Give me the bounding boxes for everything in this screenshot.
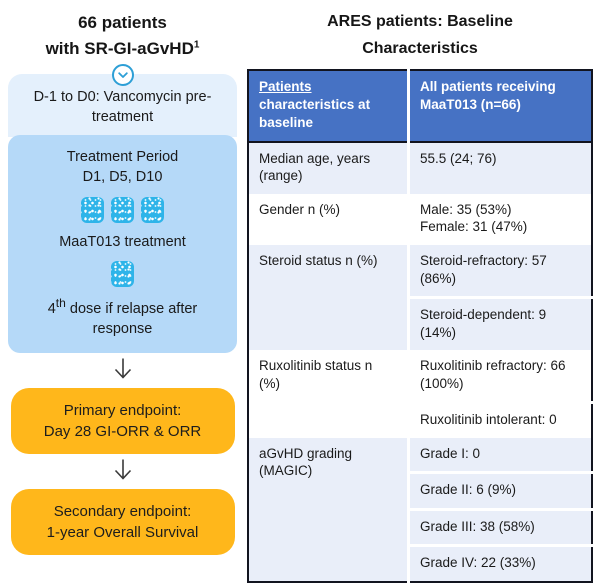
header-all-patients: All patients receiving MaaT013 (n=66) xyxy=(407,70,592,143)
row-value: Ruxolitinib refractory: 66 (100%) xyxy=(407,350,592,403)
study-flow-panel: 66 patients with SR-GI-aGvHD1 D-1 to D0:… xyxy=(0,0,245,559)
down-arrow-icon xyxy=(114,459,131,480)
baseline-table: Patients characteristics at baseline All… xyxy=(247,69,593,583)
secondary-endpoint-box: Secondary endpoint: 1-year Overall Survi… xyxy=(10,488,235,555)
maat013-pouch-icon xyxy=(141,197,164,224)
row-value: Steroid-dependent: 9 (14%) xyxy=(407,296,592,351)
table-title: ARES patients: Baseline Characteristics xyxy=(327,13,513,58)
row-label: aGvHD grading (MAGIC) xyxy=(248,437,409,583)
patient-count: 66 patients xyxy=(78,13,167,32)
fourth-dose-text: 4th dose if relapse after response xyxy=(47,296,198,337)
row-label: Ruxolitinib status n (%) xyxy=(248,350,409,438)
row-value: Grade II: 6 (9%) xyxy=(407,471,592,510)
row-label: Steroid status n (%) xyxy=(248,245,409,351)
footnote-marker: 1 xyxy=(193,38,200,50)
patient-condition: with SR-GI-aGvHD xyxy=(45,38,194,58)
row-label: Gender n (%) xyxy=(248,193,409,245)
row-label: Median age, years (range) xyxy=(248,141,409,194)
baseline-table-header: Patients characteristics at baseline All… xyxy=(248,70,592,143)
chevron-down-icon xyxy=(111,64,134,86)
table-row: Grade II: 6 (9%) xyxy=(248,471,592,510)
treatment-period-box: Treatment Period D1, D5, D10 MaaT013 tre… xyxy=(8,135,237,353)
pretreatment-text: D-1 to D0: Vancomycin pre-treatment xyxy=(33,89,212,125)
table-row: Ruxolitinib intolerant: 0 xyxy=(248,401,592,438)
table-row: Grade III: 38 (58%) xyxy=(248,507,592,546)
maat013-treatment-label: MaaT013 treatment xyxy=(59,234,186,251)
row-value: Male: 35 (53%) Female: 31 (47%) xyxy=(407,193,592,245)
treatment-period-text: Treatment Period D1, D5, D10 xyxy=(66,149,179,186)
primary-endpoint-box: Primary endpoint: Day 28 GI-ORR & ORR xyxy=(10,387,235,454)
header-row: Patients characteristics at baseline All… xyxy=(248,70,592,143)
baseline-characteristics-panel: ARES patients: Baseline Characteristics … xyxy=(245,0,600,583)
row-value: Steroid-refractory: 57 (86%) xyxy=(407,245,592,298)
maat013-pouch-icon xyxy=(111,197,134,224)
row-value: Grade III: 38 (58%) xyxy=(407,507,592,546)
left-panel-title: 66 patients with SR-GI-aGvHD1 xyxy=(46,10,200,61)
table-row: aGvHD grading (MAGIC)Grade I: 0 xyxy=(248,437,592,583)
row-value: Ruxolitinib intolerant: 0 xyxy=(407,401,592,438)
row-value: 55.5 (24; 76) xyxy=(407,141,592,194)
row-value: Grade I: 0 xyxy=(407,437,592,473)
table-row: Ruxolitinib status n (%)Ruxolitinib refr… xyxy=(248,350,592,438)
baseline-table-body: Median age, years (range)55.5 (24; 76)Ge… xyxy=(248,141,592,583)
table-row: Steroid status n (%)Steroid-refractory: … xyxy=(248,245,592,351)
header-patients-characteristics: Patients characteristics at baseline xyxy=(248,70,409,143)
maat013-pouch-icon xyxy=(111,261,134,288)
table-row: Gender n (%)Male: 35 (53%) Female: 31 (4… xyxy=(248,193,592,245)
table-row: Steroid-dependent: 9 (14%) xyxy=(248,296,592,351)
pouch-icon-row xyxy=(22,197,223,224)
table-row: Median age, years (range)55.5 (24; 76) xyxy=(248,141,592,194)
row-value: Grade IV: 22 (33%) xyxy=(407,544,592,583)
down-arrow-icon xyxy=(114,358,131,379)
maat013-pouch-icon xyxy=(81,197,104,224)
